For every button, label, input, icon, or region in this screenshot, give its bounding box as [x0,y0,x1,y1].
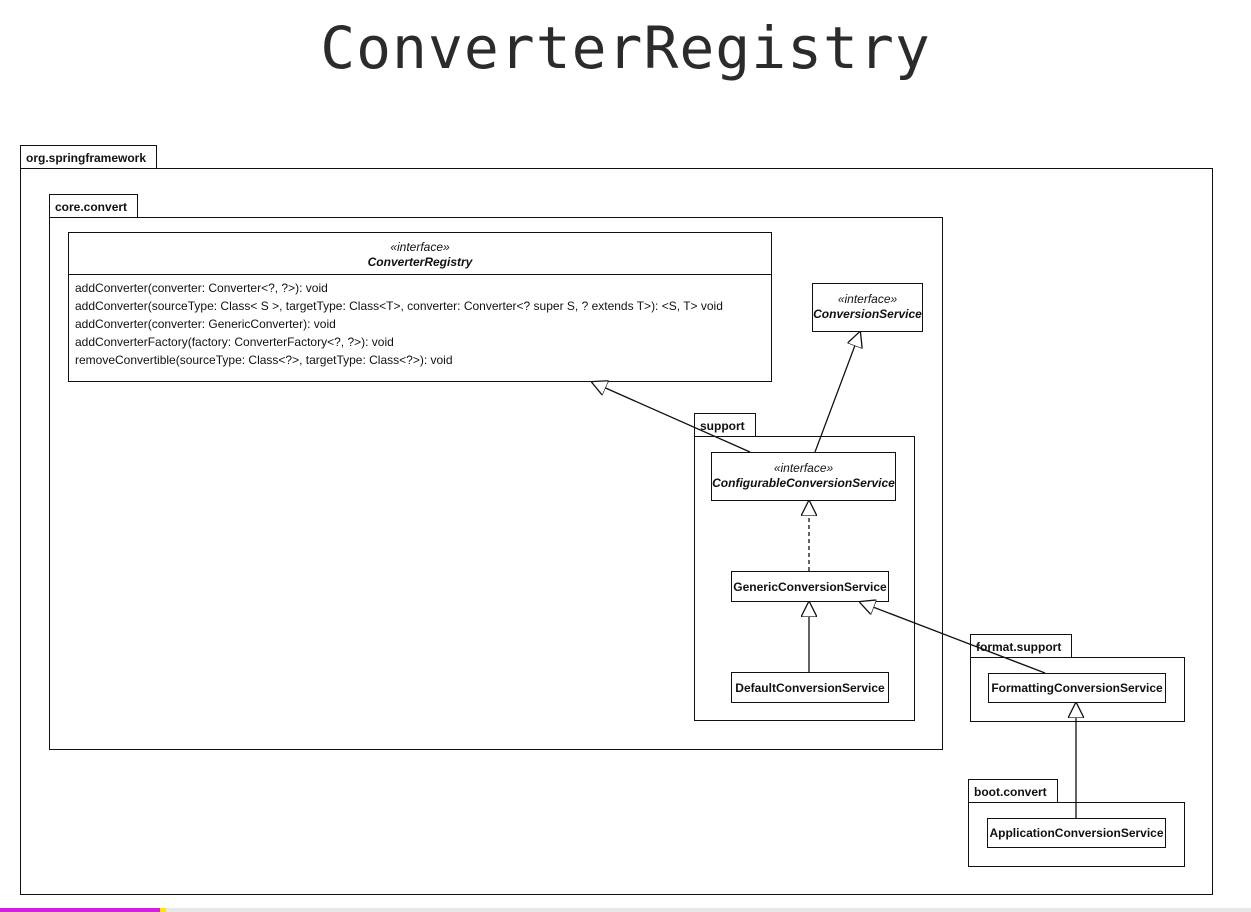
class-name: ApplicationConversionService [989,826,1164,840]
class-formatting-conversion-service: FormattingConversionService [988,673,1166,703]
method-item: addConverter(converter: GenericConverter… [75,317,336,331]
extends-arrow-formatting-to-generic [860,602,1046,674]
package-tab-support: support [694,413,756,437]
class-name: ConverterRegistry [367,255,473,269]
stereotype-label: «interface» [773,461,834,475]
class-default-conversion-service: DefaultConversionService [731,672,889,703]
method-item: addConverterFactory(factory: ConverterFa… [75,335,394,349]
class-application-conversion-service: ApplicationConversionService [987,818,1166,848]
class-conversion-service: «interface» ConversionService [812,283,923,332]
footer-progress-strip [0,908,1251,912]
package-tab-org-springframework: org.springframework [20,145,158,169]
class-converter-registry: «interface» ConverterRegistry addConvert… [68,232,772,382]
class-name: FormattingConversionService [991,681,1163,695]
extends-arrow-configurable-to-conversion-service [814,332,860,453]
page-title: ConverterRegistry [320,14,931,82]
class-generic-conversion-service: GenericConversionService [731,571,889,602]
extends-arrow-configurable-to-registry [592,382,751,453]
footer-strip-segment [160,908,166,912]
class-name: ConfigurableConversionService [712,476,895,490]
package-org-springframework [20,168,1213,895]
class-name: DefaultConversionService [735,680,885,695]
stereotype-label: «interface» [390,240,450,254]
class-name: ConversionService [813,307,922,321]
method-item: addConverter(converter: Converter<?, ?>)… [75,281,328,295]
package-format-support [970,657,1185,722]
package-core-convert [49,217,943,750]
class-name: GenericConversionService [733,579,887,594]
class-configurable-conversion-service: «interface» ConfigurableConversionServic… [711,452,896,501]
package-support [694,436,915,721]
package-tab-boot-convert: boot.convert [968,779,1058,803]
method-list: addConverter(converter: Converter<?, ?>)… [69,274,771,373]
footer-strip-segment [0,908,160,912]
stereotype-label: «interface» [837,292,898,306]
method-item: addConverter(sourceType: Class< S >, tar… [75,299,723,313]
package-tab-format-support: format.support [970,634,1073,658]
package-tab-core-convert: core.convert [49,194,139,218]
method-item: removeConvertible(sourceType: Class<?>, … [75,353,453,367]
